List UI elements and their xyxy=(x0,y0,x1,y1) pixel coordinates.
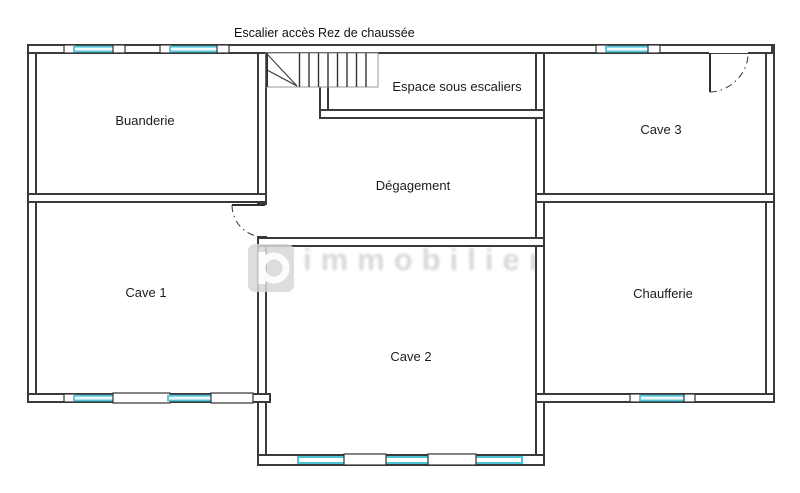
door-swing-arc xyxy=(709,53,749,93)
wall-divider-cave3-chaufferie xyxy=(535,193,775,203)
window-chaufferie xyxy=(639,394,686,402)
labels: Escalier accès Rez de chaussée Buanderie… xyxy=(115,26,693,364)
windows-top xyxy=(63,44,661,54)
window-frame xyxy=(683,393,696,403)
stair-winder-line xyxy=(266,53,298,87)
stair-winder-line xyxy=(266,69,298,87)
watermark-logo-glyph xyxy=(258,252,290,284)
window-frame xyxy=(647,44,661,54)
room-label-cave-2: Cave 2 xyxy=(390,349,431,364)
staircase-outline xyxy=(265,52,379,88)
room-label-buanderie: Buanderie xyxy=(115,113,174,128)
staircase xyxy=(265,52,379,88)
room-label-cave-3: Cave 3 xyxy=(640,122,681,137)
window-buanderie-1 xyxy=(73,45,116,53)
room-label-cave-1: Cave 1 xyxy=(125,285,166,300)
window-frame xyxy=(427,453,477,466)
room-label-degagement: Dégagement xyxy=(376,178,451,193)
plan-title: Escalier accès Rez de chaussée xyxy=(234,26,415,40)
window-buanderie-2 xyxy=(169,45,220,53)
window-cave1-2 xyxy=(167,394,214,402)
door-swing-arc xyxy=(231,204,265,238)
window-cave1-1 xyxy=(73,394,116,402)
wall-divider-degagement-cave2 xyxy=(257,237,545,247)
room-label-espace-sous-escaliers: Espace sous escaliers xyxy=(392,79,522,94)
watermark-logo xyxy=(248,244,294,292)
windows-cave1 xyxy=(63,392,254,404)
wall-exterior-right xyxy=(765,44,775,403)
door-opening xyxy=(709,47,748,53)
wall-center-left-upper xyxy=(257,44,267,205)
window-frame xyxy=(210,392,254,404)
wall-exterior-left xyxy=(27,44,37,403)
window-frame xyxy=(112,392,171,404)
watermark-text: immobilier xyxy=(303,242,550,277)
window-cave3 xyxy=(605,45,651,53)
window-frame xyxy=(112,44,126,54)
wall-divider-buanderie-cave1 xyxy=(27,193,267,203)
window-frame xyxy=(343,453,387,466)
watermark: immobilier xyxy=(303,242,550,277)
window-frame xyxy=(216,44,230,54)
windows-cave2 xyxy=(297,453,523,466)
window-cave2-band xyxy=(297,456,523,464)
door-cave1 xyxy=(231,204,265,238)
room-label-chaufferie: Chaufferie xyxy=(633,286,693,301)
door-cave3 xyxy=(709,47,749,93)
wall-exterior-top xyxy=(27,44,773,54)
wall-understairs-bottom xyxy=(319,109,545,119)
windows-chaufferie xyxy=(629,393,696,403)
